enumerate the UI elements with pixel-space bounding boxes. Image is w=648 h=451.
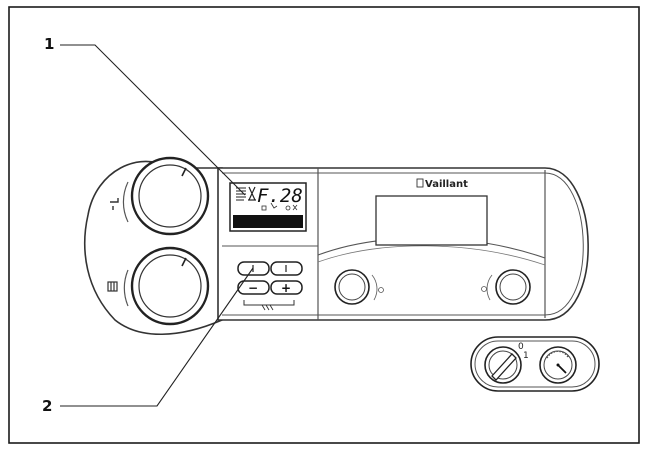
gauge-needle (557, 364, 567, 374)
left-selector-knob[interactable] (334, 269, 370, 305)
fascia-inner-edge (222, 172, 584, 316)
left-selector-symbol (378, 287, 384, 293)
knob-indicator-mark (181, 167, 187, 177)
callout-number-1: 1 (44, 35, 54, 53)
fascia-curve-inner (317, 245, 546, 266)
controller-window (375, 195, 488, 246)
right-selector-symbol (481, 286, 487, 292)
pressure-gauge (539, 346, 577, 384)
callout-2: 2 (42, 267, 254, 415)
info-button[interactable] (237, 261, 270, 276)
right-selector-scale (486, 274, 493, 301)
left-selector-scale (371, 274, 378, 301)
heating-scale-arc (123, 269, 129, 307)
heating-temperature-knob[interactable] (130, 246, 210, 326)
plus-button[interactable]: + (270, 280, 303, 295)
gauge-pivot (556, 363, 560, 367)
main-power-switch[interactable] (484, 346, 522, 384)
lcd-status-code: F.28 (257, 185, 303, 207)
tap-icon (110, 198, 119, 210)
lcd-status-bar (233, 215, 303, 228)
brand-name: Vaillant (425, 179, 468, 190)
lcd-display: F.28 (229, 182, 307, 232)
gauge-scale (546, 350, 569, 359)
callout-number-2: 2 (42, 397, 52, 415)
lcd-flame-icon (248, 186, 256, 201)
brand-logo-icon (416, 178, 424, 188)
lcd-symbol (292, 204, 298, 211)
right-selector-knob[interactable] (495, 269, 531, 305)
button-group: − + (237, 261, 303, 311)
bracket-symbol-icon (261, 304, 274, 311)
lcd-symbol (285, 205, 291, 211)
button-bracket (243, 300, 295, 306)
reset-button[interactable] (270, 261, 303, 276)
minus-button[interactable]: − (237, 280, 270, 295)
switch-on-label: 1 (523, 351, 529, 361)
radiator-icon (107, 281, 118, 292)
switch-off-label: 0 (518, 342, 524, 352)
hot-water-scale-arc (122, 181, 129, 223)
brand-logo: Vaillant (416, 178, 468, 190)
switch-handle (491, 353, 517, 381)
lcd-symbol (270, 202, 278, 209)
plus-label: + (281, 281, 291, 295)
callout-1: 1 (44, 35, 246, 196)
knob-indicator-mark (181, 257, 187, 267)
minus-label: − (248, 281, 258, 295)
hot-water-temperature-knob[interactable] (130, 156, 210, 236)
lcd-symbol (261, 205, 267, 211)
callout-leader-1 (60, 44, 246, 196)
callout-leader-2 (60, 267, 254, 407)
